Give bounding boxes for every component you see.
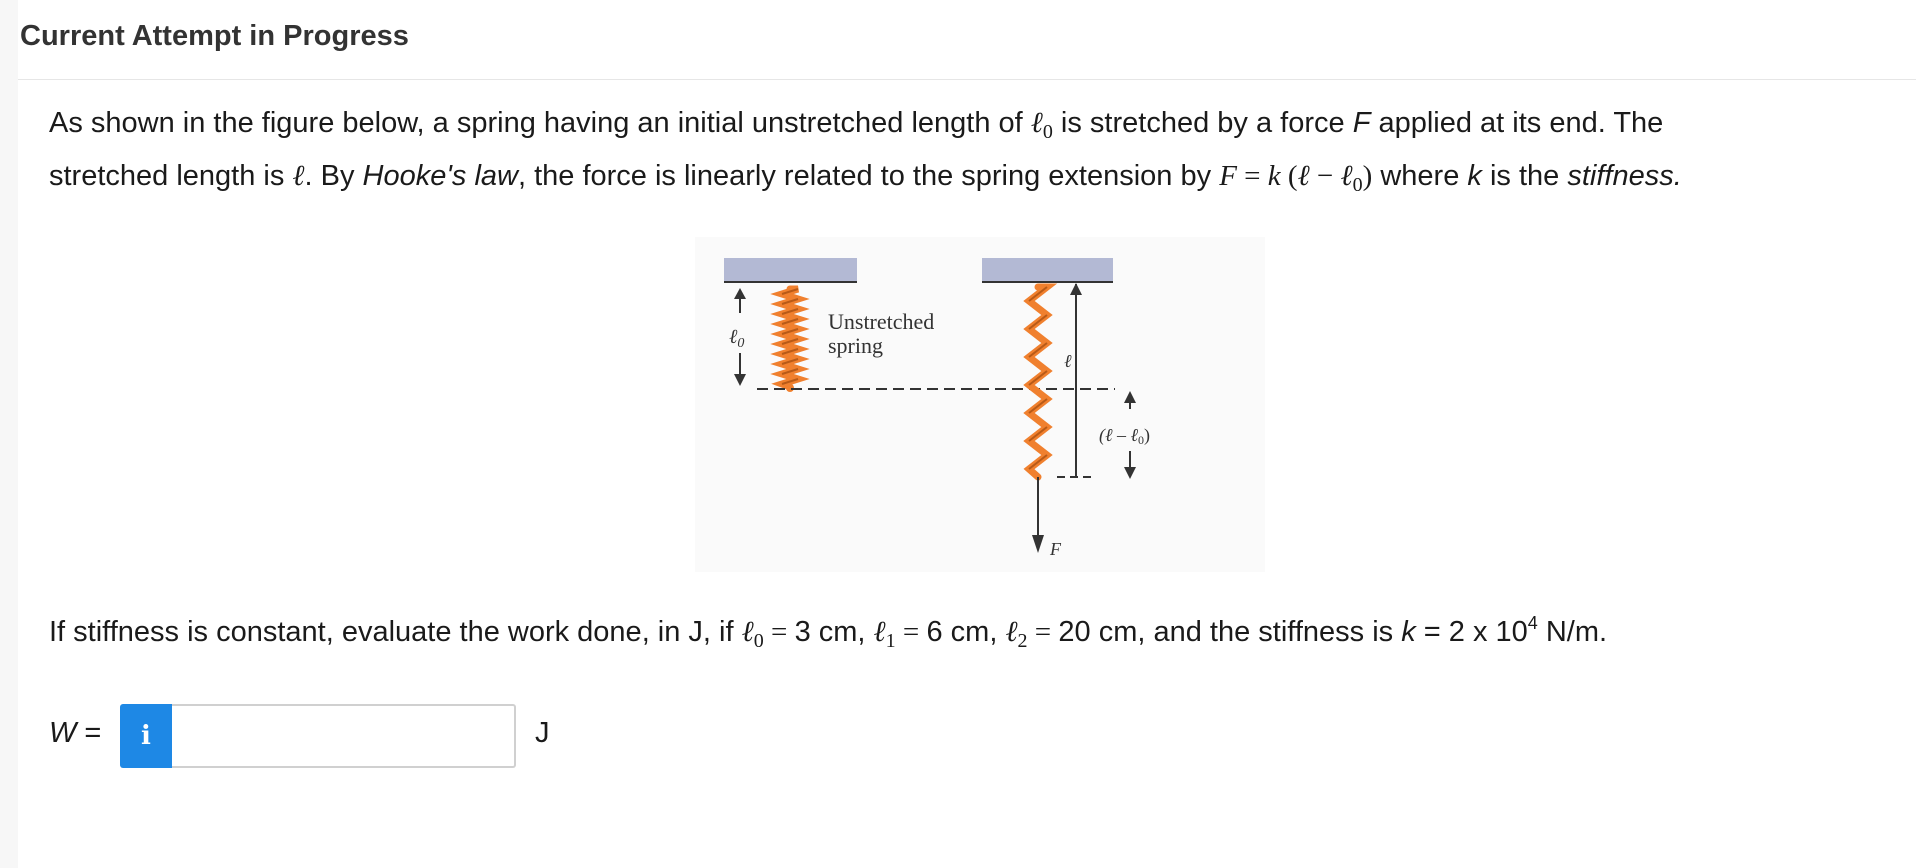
force-label: F xyxy=(1049,539,1062,559)
extension-arrowhead-up xyxy=(1124,391,1136,403)
problem-line-1: As shown in the figure below, a spring h… xyxy=(49,107,1664,143)
force-arrowhead xyxy=(1032,535,1044,553)
info-icon: i xyxy=(141,721,151,751)
left-ceiling xyxy=(724,258,857,282)
stretched-spring-shade xyxy=(1028,286,1048,470)
l0-label: ℓ0 xyxy=(729,326,744,351)
l-arrowhead-up xyxy=(1070,283,1082,295)
answer-input[interactable] xyxy=(172,704,516,768)
unstretched-spring-shade xyxy=(781,288,799,385)
answer-row: W = i J xyxy=(49,703,849,768)
problem-line-2: stretched length is ℓ. By Hooke's law, t… xyxy=(49,160,1682,196)
right-ceiling xyxy=(982,258,1113,282)
spring-diagram: ℓ0 Unstretched spring F ℓ (ℓ – ℓ0) xyxy=(724,258,1150,559)
attempt-header: Current Attempt in Progress xyxy=(18,0,1916,80)
unit-label: J xyxy=(535,717,550,749)
l-label: ℓ xyxy=(1064,351,1072,371)
l0-arrowhead-up xyxy=(734,288,746,299)
left-gutter xyxy=(0,0,18,868)
question-text: If stiffness is constant, evaluate the w… xyxy=(49,613,1608,652)
l0-arrowhead-down xyxy=(734,374,746,386)
problem-statement: As shown in the figure below, a spring h… xyxy=(49,101,1879,207)
unstretched-label: Unstretched xyxy=(828,309,934,334)
info-button[interactable]: i xyxy=(120,704,172,768)
extension-label: (ℓ – ℓ0) xyxy=(1099,425,1150,447)
answer-label: W = xyxy=(49,717,102,749)
spring-label: spring xyxy=(828,333,883,358)
attempt-title: Current Attempt in Progress xyxy=(20,20,409,52)
spring-figure: ℓ0 Unstretched spring F ℓ (ℓ – ℓ0) xyxy=(695,237,1265,572)
extension-arrowhead-down xyxy=(1124,467,1136,479)
